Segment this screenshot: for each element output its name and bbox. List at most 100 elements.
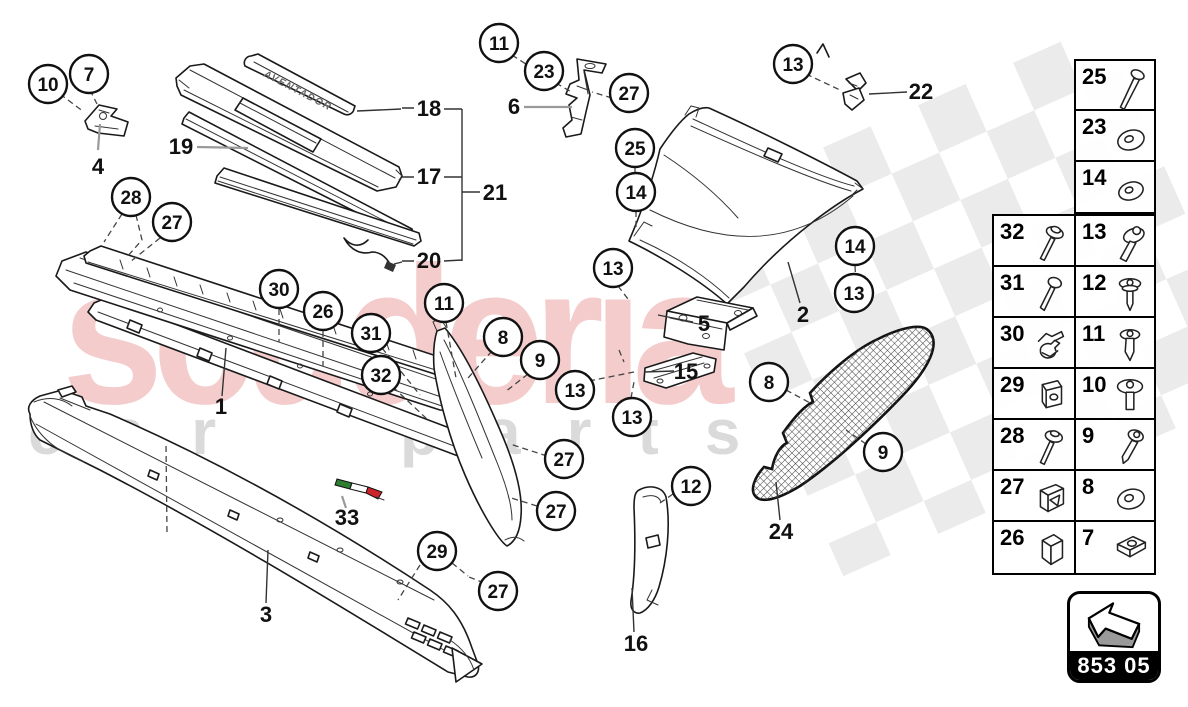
callout-balloon[interactable]: 8 <box>482 316 524 358</box>
callout-balloon[interactable]: 12 <box>670 465 712 507</box>
direction-arrow-icon <box>1087 601 1141 648</box>
callout-balloon[interactable]: 13 <box>833 272 875 314</box>
page-code: 853 05 <box>1070 651 1158 680</box>
legend-part-number: 8 <box>1082 474 1095 499</box>
callout-balloon[interactable]: 27 <box>477 570 519 612</box>
svg-text:30: 30 <box>268 280 289 301</box>
callout-balloon[interactable]: 28 <box>110 176 152 218</box>
callout-balloon[interactable]: 11 <box>478 22 520 64</box>
svg-text:14: 14 <box>625 183 647 204</box>
page-code-badge: 853 05 <box>1067 591 1161 683</box>
legend-cell: 9 <box>1074 420 1154 471</box>
svg-text:32: 32 <box>370 366 391 387</box>
part-lighting-strip <box>214 167 422 272</box>
part-number-label: 18 <box>417 96 441 121</box>
svg-text:8: 8 <box>764 373 775 394</box>
callout-balloon[interactable]: 27 <box>535 490 577 532</box>
screw-with-washer-icon <box>1119 226 1145 263</box>
pan-head-screw-icon <box>1039 276 1063 312</box>
callout-balloon[interactable]: 7 <box>68 53 110 95</box>
legend-part-number: 30 <box>1000 321 1025 346</box>
callout-balloon[interactable]: 25 <box>614 127 656 169</box>
svg-text:11: 11 <box>489 34 510 55</box>
callout-balloon[interactable]: 23 <box>523 50 565 92</box>
svg-text:26: 26 <box>312 302 333 323</box>
long-screw-icon <box>1119 69 1145 110</box>
callout-balloon[interactable]: 10 <box>27 63 69 105</box>
legend-part-number: 32 <box>1000 219 1025 244</box>
large-washer-screw-icon <box>1116 379 1144 411</box>
large-washer-icon <box>1117 129 1145 152</box>
callout-balloon[interactable]: 8 <box>748 361 790 403</box>
legend-part-number: 14 <box>1082 164 1107 190</box>
callout-balloon[interactable]: 9 <box>862 431 904 473</box>
svg-text:9: 9 <box>878 443 889 464</box>
legend-part-number: 23 <box>1082 114 1107 140</box>
svg-text:27: 27 <box>618 84 639 105</box>
legend-part-number: 11 <box>1082 321 1106 346</box>
svg-text:31: 31 <box>360 324 382 345</box>
part-number-label: 2 <box>797 302 809 327</box>
svg-text:27: 27 <box>553 450 574 471</box>
callout-balloon[interactable]: 27 <box>151 201 193 243</box>
callout-balloon[interactable]: 27 <box>608 72 650 114</box>
legend-cell: 13 <box>1074 216 1154 267</box>
legend-cell: 26 <box>994 522 1074 573</box>
callout-balloon[interactable]: 32 <box>360 354 402 396</box>
callout-balloon[interactable]: 9 <box>519 339 561 381</box>
part-number-label: 17 <box>417 164 441 189</box>
callout-balloon[interactable]: 26 <box>302 290 344 332</box>
legend-cell: 10 <box>1074 369 1154 420</box>
captive-clip-icon <box>1041 379 1063 409</box>
part-number-label: 33 <box>335 505 359 530</box>
callout-balloon[interactable]: 14 <box>834 225 876 267</box>
spring-clip-icon <box>1037 330 1065 359</box>
part-mounting-bracket <box>663 296 758 351</box>
callout-balloon[interactable]: 11 <box>423 282 465 324</box>
self-tapping-screw-icon <box>1121 429 1144 465</box>
callout-balloon[interactable]: 27 <box>543 438 585 480</box>
part-number-label: 21 <box>483 180 507 205</box>
washer-icon <box>1118 180 1144 201</box>
svg-text:29: 29 <box>426 542 447 563</box>
callout-balloon[interactable]: 14 <box>615 171 657 213</box>
svg-text:27: 27 <box>487 582 508 603</box>
svg-text:12: 12 <box>680 477 701 498</box>
part-bracket-small <box>84 104 129 137</box>
svg-text:13: 13 <box>621 408 642 429</box>
legend-cell: 27 <box>994 471 1074 522</box>
legend-cell: 32 <box>994 216 1074 267</box>
callout-balloon[interactable]: 29 <box>416 530 458 572</box>
callout-balloon[interactable]: 13 <box>592 247 634 289</box>
spacer-block-icon <box>1041 533 1064 566</box>
svg-text:25: 25 <box>624 139 646 160</box>
legend-cell: 25 <box>1076 61 1154 112</box>
svg-text:13: 13 <box>843 284 864 305</box>
legend-part-number: 10 <box>1082 372 1107 397</box>
callout-balloon[interactable]: 13 <box>772 43 814 85</box>
callout-balloon[interactable]: 13 <box>554 369 596 411</box>
part-number-label: 20 <box>417 248 441 273</box>
part-air-guide-fin <box>630 486 670 614</box>
svg-text:8: 8 <box>498 328 509 349</box>
svg-text:27: 27 <box>545 502 566 523</box>
legend-part-number: 7 <box>1082 525 1095 550</box>
legend-cell: 11 <box>1074 318 1154 369</box>
svg-text:9: 9 <box>535 351 546 372</box>
svg-text:13: 13 <box>782 55 803 76</box>
part-number-label: 6 <box>508 94 520 119</box>
callout-balloon[interactable]: 13 <box>611 396 653 438</box>
part-sill-panel <box>175 63 403 192</box>
leader-lines <box>59 54 908 633</box>
callout-balloon[interactable]: 31 <box>350 312 392 354</box>
fastener-legend-single-column: 25 23 14 <box>1074 59 1156 214</box>
svg-text:23: 23 <box>533 62 554 83</box>
callout-balloons: 10 7 28 27 30 26 31 32 11 8 9 13 13 27 2… <box>27 22 904 612</box>
part-number-label: 22 <box>909 79 933 104</box>
legend-cell: 29 <box>994 369 1074 420</box>
callout-balloon[interactable]: 30 <box>258 268 300 310</box>
push-rivet-icon <box>1119 328 1141 362</box>
part-number-label: 1 <box>215 394 227 419</box>
part-number-label: 4 <box>92 154 105 179</box>
